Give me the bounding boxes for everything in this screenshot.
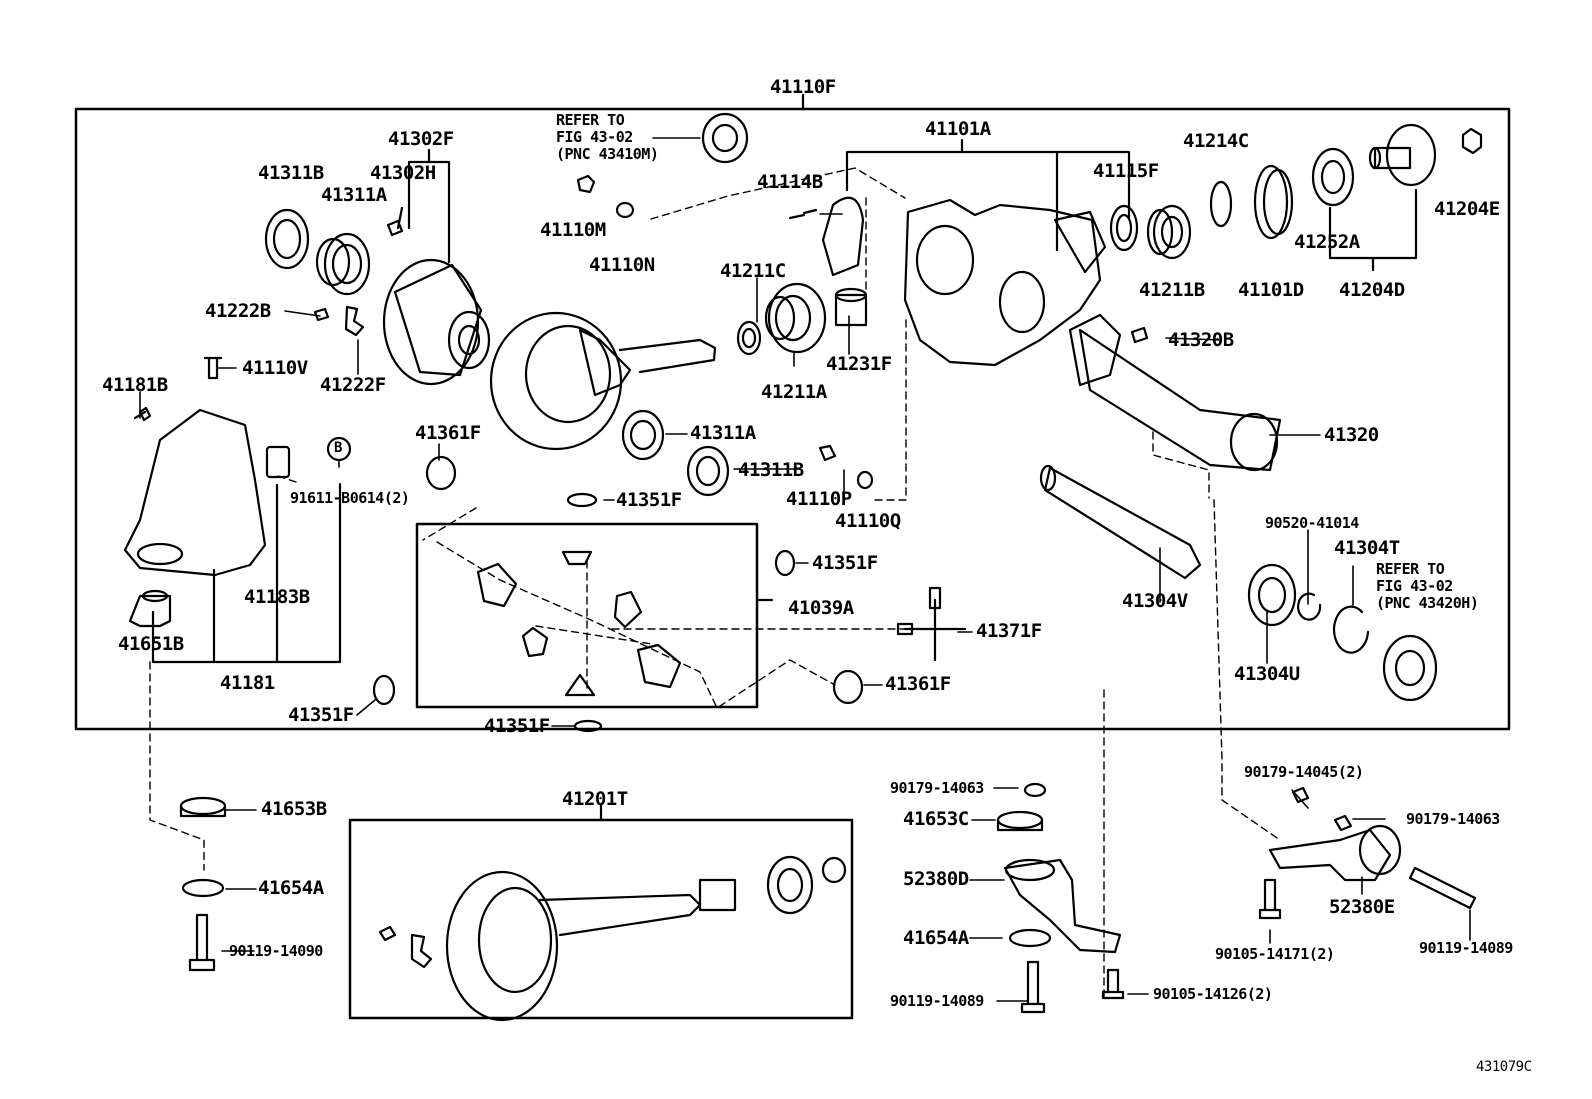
part-label-41211C[interactable]: 41211C xyxy=(720,260,786,282)
part-label-41304T[interactable]: 41304T xyxy=(1334,537,1400,559)
part-label-41231F[interactable]: 41231F xyxy=(826,353,892,375)
part-label-41320B[interactable]: 41320B xyxy=(1168,329,1234,351)
part-label-91611-B0614[interactable]: 91611-B0614(2) xyxy=(290,489,410,507)
part-label-90105-14171[interactable]: 90105-14171(2) xyxy=(1215,945,1335,963)
part-label-41110P[interactable]: 41110P xyxy=(786,488,852,510)
part-label-41115F[interactable]: 41115F xyxy=(1093,160,1159,182)
part-label-41181B[interactable]: 41181B xyxy=(102,374,168,396)
part-label-90119-14089-right[interactable]: 90119-14089 xyxy=(1419,939,1513,957)
part-label-90105-14126[interactable]: 90105-14126(2) xyxy=(1153,985,1273,1003)
part-label-90119-14089-mid[interactable]: 90119-14089 xyxy=(890,992,984,1010)
part-label-41222F[interactable]: 41222F xyxy=(320,374,386,396)
part-label-90179-14063-right[interactable]: 90179-14063 xyxy=(1406,810,1500,828)
part-label-41110V[interactable]: 41110V xyxy=(242,357,308,379)
label-figure-id: 431079C xyxy=(1476,1059,1532,1075)
part-label-41201T[interactable]: 41201T xyxy=(562,788,628,810)
part-label-41252A[interactable]: 41252A xyxy=(1294,231,1360,253)
part-label-41211B[interactable]: 41211B xyxy=(1139,279,1205,301)
part-label-41214C[interactable]: 41214C xyxy=(1183,130,1249,152)
part-label-41181[interactable]: 41181 xyxy=(220,672,275,694)
part-label-41653B[interactable]: 41653B xyxy=(261,798,327,820)
cover-41181-shape xyxy=(123,408,267,577)
note-refer-43420H: REFER TO FIG 43-02 (PNC 43420H) xyxy=(1376,560,1479,612)
part-label-41039A[interactable]: 41039A xyxy=(788,597,854,619)
assembly-frame xyxy=(74,107,1511,731)
part-label-90179-14063-mid[interactable]: 90179-14063 xyxy=(890,779,984,797)
part-label-41361F-bot[interactable]: 41361F xyxy=(885,673,951,695)
part-label-41183B[interactable]: 41183B xyxy=(244,586,310,608)
part-label-90119-14090[interactable]: 90119-14090 xyxy=(229,942,323,960)
oil-seal-41311B-shape xyxy=(264,208,310,270)
part-label-90179-14045[interactable]: 90179-14045(2) xyxy=(1244,763,1364,781)
part-label-41311A-mid[interactable]: 41311A xyxy=(690,422,756,444)
label-assembly-main: 41110F xyxy=(770,76,836,98)
callout-b-letter: B xyxy=(334,440,342,456)
part-label-41361F-top[interactable]: 41361F xyxy=(415,422,481,444)
part-label-52380E[interactable]: 52380E xyxy=(1329,896,1395,918)
carrier-housing-shape xyxy=(903,198,1102,367)
part-label-41311A-top[interactable]: 41311A xyxy=(321,184,387,206)
part-label-41110N[interactable]: 41110N xyxy=(589,254,655,276)
part-label-41110Q[interactable]: 41110Q xyxy=(835,510,901,532)
ring-gear-frame xyxy=(348,818,854,1020)
part-label-41351F-d[interactable]: 41351F xyxy=(484,715,550,737)
part-label-41371F[interactable]: 41371F xyxy=(976,620,1042,642)
part-label-41654A-mid[interactable]: 41654A xyxy=(903,927,969,949)
part-label-52380D[interactable]: 52380D xyxy=(903,868,969,890)
part-label-41654A-left[interactable]: 41654A xyxy=(258,877,324,899)
part-label-41211A[interactable]: 41211A xyxy=(761,381,827,403)
part-label-41114B[interactable]: 41114B xyxy=(757,171,823,193)
part-label-41351F-a[interactable]: 41351F xyxy=(616,489,682,511)
part-label-41351F-c[interactable]: 41351F xyxy=(288,704,354,726)
part-label-41651B[interactable]: 41651B xyxy=(118,633,184,655)
part-label-41110M[interactable]: 41110M xyxy=(540,219,606,241)
part-label-41302H[interactable]: 41302H xyxy=(370,162,436,184)
part-label-41204D[interactable]: 41204D xyxy=(1339,279,1405,301)
diff-gear-frame xyxy=(415,522,759,709)
part-label-41351F-b[interactable]: 41351F xyxy=(812,552,878,574)
note-refer-43410M: REFER TO FIG 43-02 (PNC 43410M) xyxy=(556,111,659,163)
part-label-41302F[interactable]: 41302F xyxy=(388,128,454,150)
part-label-41101A[interactable]: 41101A xyxy=(925,118,991,140)
part-label-41204E[interactable]: 41204E xyxy=(1434,198,1500,220)
part-label-41311B-mid[interactable]: 41311B xyxy=(738,459,804,481)
part-label-41304V[interactable]: 41304V xyxy=(1122,590,1188,612)
part-label-41222B[interactable]: 41222B xyxy=(205,300,271,322)
part-label-41304U[interactable]: 41304U xyxy=(1234,663,1300,685)
part-label-41311B[interactable]: 41311B xyxy=(258,162,324,184)
part-label-90520-41014[interactable]: 90520-41014 xyxy=(1265,514,1359,532)
part-label-41320[interactable]: 41320 xyxy=(1324,424,1379,446)
part-label-41101D[interactable]: 41101D xyxy=(1238,279,1304,301)
part-label-41653C[interactable]: 41653C xyxy=(903,808,969,830)
